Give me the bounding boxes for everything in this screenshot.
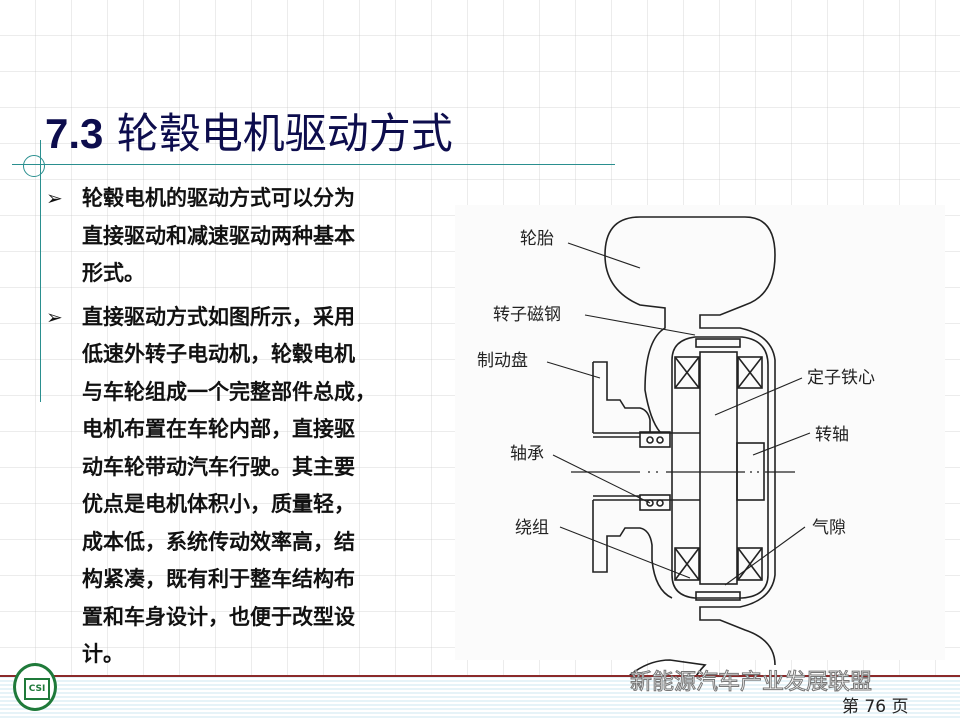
label-bearing: 轴承 [510,444,544,464]
footer-line [0,675,960,677]
label-tire: 轮胎 [520,229,554,249]
arrow-bullet-icon: ➢ [46,304,63,329]
decor-circle [23,155,45,177]
watermark-text: 新能源汽车产业发展联盟 [629,670,873,696]
winding-coils [674,356,763,581]
bearing-lower [639,494,671,511]
text-line: 与车轮组成一个完整部件总成， [82,379,376,404]
text-line: 计。 [82,642,124,666]
page-number: 第 76 页 [842,697,909,717]
text-line: 置和车身设计，也便于改型设 [82,604,355,629]
shaft-housing [593,432,700,501]
text-line: 直接驱动方式如图所示，采用 [82,304,355,329]
bullet-item: ➢ 轮毂电机的驱动方式可以分为 直接驱动和减速驱动两种基本 形式。 [46,180,446,293]
arrow-bullet-icon: ➢ [46,186,63,210]
leader-lines [546,242,811,586]
label-rotor-magnet: 转子磁钢 [493,305,561,325]
text-line: 形式。 [82,261,145,285]
vertical-divider [40,140,41,402]
text-line: 成本低，系统传动效率高，结 [82,529,355,554]
rotor-magnet-upper [695,338,741,348]
bearing-upper [639,431,671,448]
bullet-list: ➢ 轮毂电机的驱动方式可以分为 直接驱动和减速驱动两种基本 形式。 ➢ 直接驱动… [46,180,446,680]
title-divider [12,164,615,165]
text-line: 构紧凑，既有利于整车结构布 [82,567,355,591]
label-brake-disc: 制动盘 [477,351,528,371]
label-stator-core: 定子铁心 [807,368,875,388]
footer-band [0,676,960,720]
text-line: 优点是电机体积小，质量轻， [82,492,355,516]
slide-title: 7.3 轮毂电机驱动方式 [45,109,453,158]
rotor-housing [671,336,769,599]
text-line: 直接驱动和减速驱动两种基本 [82,223,355,248]
rotor-magnet-lower [695,591,741,601]
label-winding: 绕组 [515,518,549,538]
tire-shape [604,216,776,666]
text-line: 低速外转子电动机，轮毂电机 [82,342,355,366]
text-line: 动车轮带动汽车行驶。其主要 [82,454,355,479]
label-shaft: 转轴 [815,425,849,445]
bullet-item: ➢ 直接驱动方式如图所示，采用 低速外转子电动机，轮毂电机 与车轮组成一个完整部… [46,299,446,674]
organization-logo: CSI [13,663,57,711]
text-line: 电机布置在车轮内部，直接驱 [82,417,355,441]
label-air-gap: 气隙 [812,518,846,538]
brake-disc [592,361,673,599]
text-line: 轮毂电机的驱动方式可以分为 [82,186,355,210]
